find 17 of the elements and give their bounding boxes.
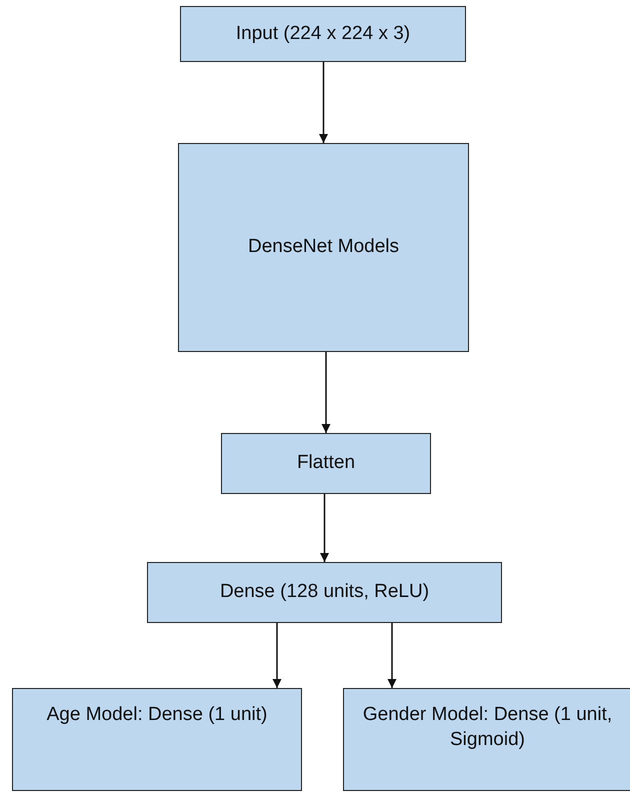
process-box: [180, 6, 466, 62]
box-label: Dense (128 units, ReLU): [220, 580, 430, 604]
box-label: DenseNet Models: [248, 235, 400, 260]
process-box: [12, 688, 302, 791]
process-box: [221, 433, 431, 494]
process-box: [178, 143, 469, 352]
box-label: Gender Model: Dense (1 unit, Sigmoid): [362, 703, 614, 752]
arrow: [320, 494, 329, 562]
box-label: Flatten: [296, 451, 356, 476]
process-box: [343, 688, 630, 791]
box-label: Input (224 x 224 x 3): [236, 22, 410, 46]
arrow: [272, 623, 282, 688]
arrow: [322, 352, 330, 433]
arrow: [388, 623, 396, 688]
process-box: [147, 562, 502, 623]
arrow: [319, 62, 328, 143]
box-label: Age Model: Dense (1 unit): [46, 703, 268, 727]
